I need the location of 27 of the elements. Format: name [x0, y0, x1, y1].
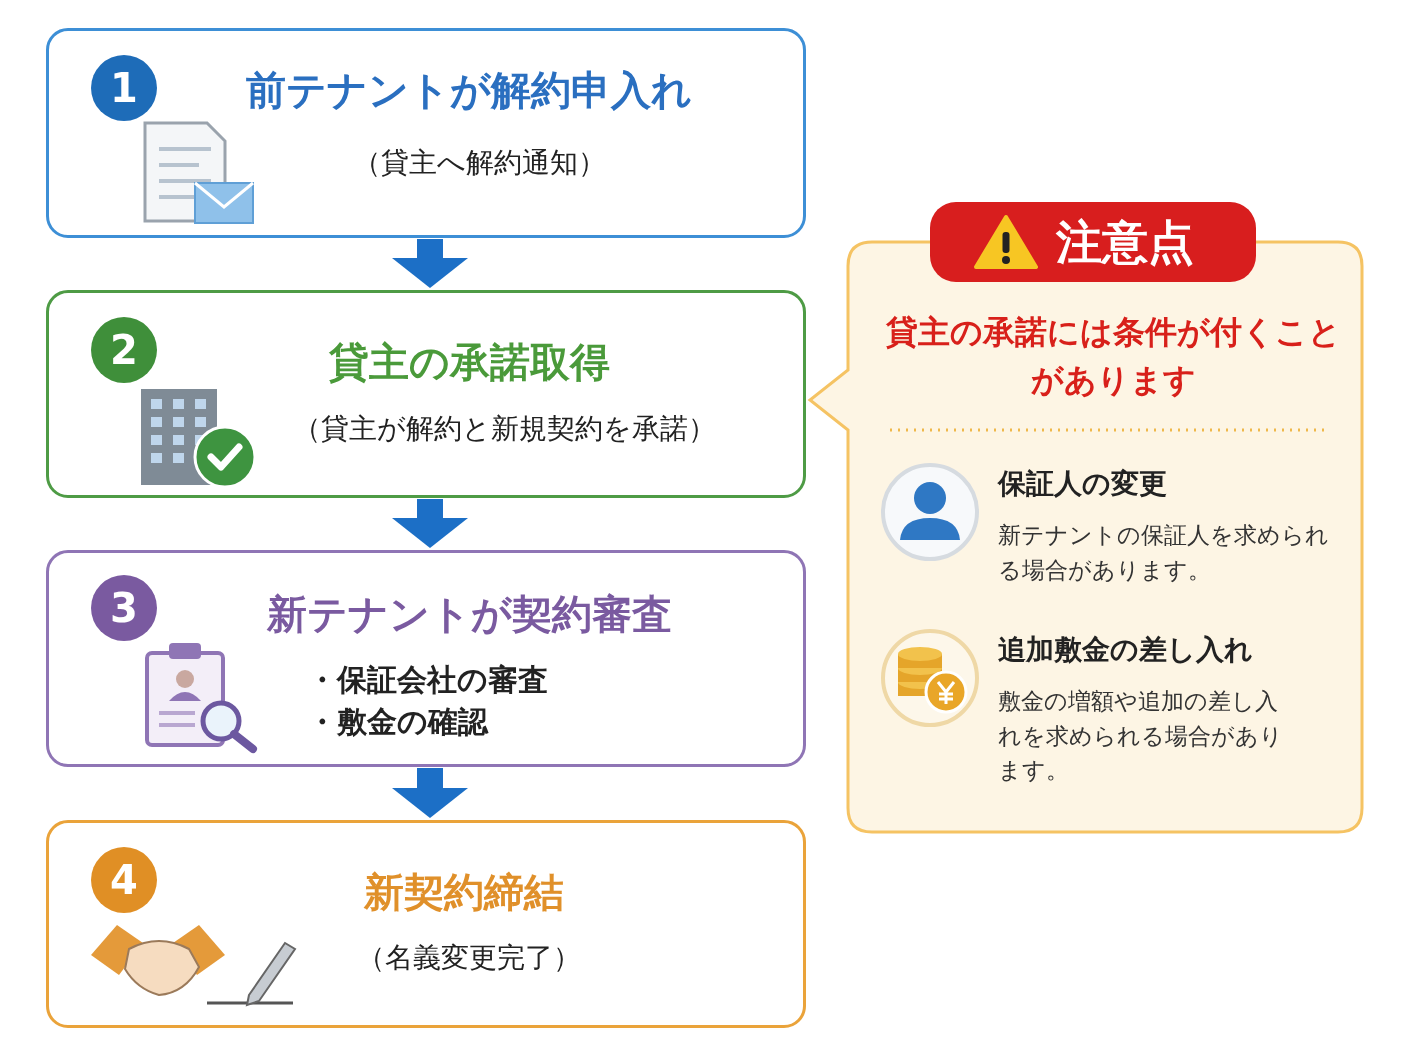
step-description: （貸主へ解約通知）	[351, 145, 607, 180]
flow-arrow	[392, 499, 468, 548]
step-number-badge: 2	[91, 317, 157, 383]
flow-arrow	[392, 239, 468, 288]
step-title: 新契約締結	[363, 868, 565, 917]
note-text: 敷金の増額や追加の差し入れを求められる場合があります。	[998, 687, 1284, 785]
step-box	[46, 550, 806, 767]
step-number-badge: 4	[91, 847, 157, 913]
note-title: 保証人の変更	[998, 466, 1167, 501]
step-box	[46, 290, 806, 498]
bullet-item: ・敷金の確認	[307, 703, 490, 741]
heading-text: 注意点	[1056, 214, 1194, 271]
step-number-badge: 1	[91, 55, 157, 121]
bullet-item: ・保証会社の審査	[307, 661, 549, 699]
step-description: （貸主が解約と新規契約を承諾）	[291, 411, 717, 446]
note-text: 新テナントの保証人を求められる場合があります。	[998, 521, 1330, 585]
note-title: 追加敷金の差し入れ	[998, 632, 1253, 667]
warning-message: 貸主の承諾には条件が付くことがあります	[884, 312, 1342, 401]
step-title: 新テナントが契約審査	[265, 590, 673, 639]
flow-arrow	[392, 768, 468, 818]
step-box	[46, 28, 806, 238]
step-title: 貸主の承諾取得	[327, 338, 611, 387]
step-number-badge: 3	[91, 575, 157, 641]
step-description: （名義変更完了）	[356, 940, 582, 975]
warning-panel	[808, 200, 1364, 836]
step-title: 前テナントが解約申入れ	[245, 66, 693, 115]
step-box	[46, 820, 806, 1028]
